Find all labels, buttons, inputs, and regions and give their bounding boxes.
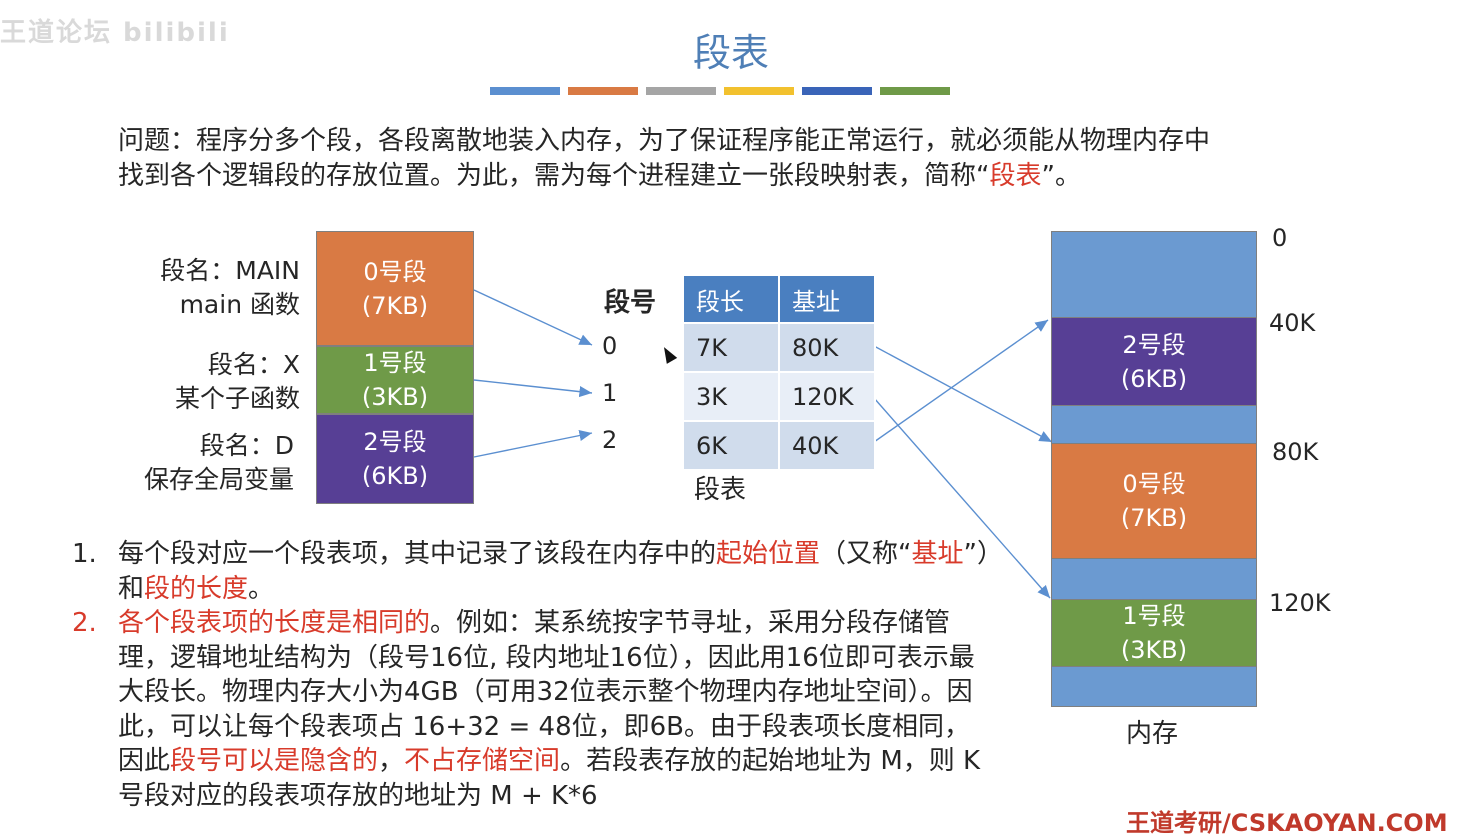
text-run: 。 [248,573,275,604]
segment-block-size: (3KB) [361,383,429,411]
segment-block-size: (7KB) [361,291,429,320]
intro-line-2: 找到各个逻辑段的存放位置。为此，需为每个进程建立一张段映射表，简称“段表”。 [118,159,1348,194]
segment-name: 段名：D [199,431,294,460]
segment-block-name: 0号段 [363,257,427,286]
arrow-row2-to-memory [873,319,1049,443]
color-bar-1 [490,87,560,95]
logical-segment-2: 2号段 (6KB) [316,414,474,504]
cell-base: 120K [779,371,876,421]
memory-segment-name: 2号段 [1122,330,1186,359]
color-bar-5 [802,87,872,95]
memory-segment-0: 0号段 (7KB) [1051,443,1257,559]
text-run: ”）和 [118,539,991,604]
segment-block-name: 2号段 [363,428,427,456]
arrow-seg2-to-index [473,430,593,458]
text-run: 。若段表存放的起始地址为 M，则 K号段对应的段表项存放的地址为 M + K*6 [118,746,981,811]
address-label: 120K [1269,589,1331,617]
table-row: 3K 120K [684,371,876,421]
segment-table-caption: 段表 [694,475,747,505]
segment-table: 段长 基址 7K 80K 3K 120K 6K 40K [684,276,876,469]
list-item: 2. 各个段表项的长度是相同的。例如：某系统按字节寻址，采用分段存储管理，逻辑地… [72,606,992,813]
intro-text-end: ”。 [1041,161,1081,191]
text-run-highlight: 基址 [911,539,964,569]
text-run-highlight: 段的长度 [144,573,249,604]
explanation-list: 1. 每个段对应一个段表项，其中记录了该段在内存中的起始位置（又称“基址”）和段… [72,537,992,813]
segment-desc: main 函数 [179,290,300,319]
memory-segment-1: 1号段 (3KB) [1051,599,1257,667]
text-run-highlight: 段号可以是隐含的 [170,746,379,776]
segment-number-2: 2 [602,426,618,454]
arrow-seg1-to-index [473,379,593,398]
memory-segment-size: (3KB) [1120,636,1188,664]
column-header-base: 基址 [779,276,876,323]
list-item: 1. 每个段对应一个段表项，其中记录了该段在内存中的起始位置（又称“基址”）和段… [72,537,992,606]
footer-brand: 王道考研/CSKAOYAN.COM [1126,809,1448,837]
page-title: 段表 [692,31,769,75]
list-number: 1. [72,539,97,569]
segment-block-name: 1号段 [363,349,427,377]
memory-segment-2: 2号段 (6KB) [1051,317,1257,406]
table-row: 7K 80K [684,322,876,372]
logical-segment-0: 0号段 (7KB) [316,231,474,346]
cell-length: 6K [684,420,780,469]
segment-name: 段名：MAIN [160,256,300,285]
memory-caption: 内存 [1126,719,1179,749]
logical-segment-1: 1号段 (3KB) [316,346,474,414]
segment-number-0: 0 [602,332,618,360]
text-run-highlight: 各个段表项的长度是相同的 [118,608,431,638]
table-row: 6K 40K [684,420,876,469]
memory-segment-name: 1号段 [1122,602,1186,630]
title-underline-bars [490,87,950,95]
segment-number-header: 段号 [604,288,657,318]
arrow-row1-to-memory [873,397,1051,599]
segment-label-d: 段名：D 保存全局变量 [94,429,294,497]
memory-segment-size: (6KB) [1120,364,1188,393]
cell-length: 7K [684,322,780,372]
watermark: 王道论坛 bilibili [0,18,230,48]
cell-base: 40K [779,420,876,469]
segment-block-size: (6KB) [361,462,429,490]
color-bar-6 [880,87,950,95]
list-text: 各个段表项的长度是相同的。例如：某系统按字节寻址，采用分段存储管理，逻辑地址结构… [118,606,992,813]
segment-desc: 保存全局变量 [143,465,294,494]
segment-desc: 某个子函数 [174,384,300,413]
segment-table-header: 段长 基址 [684,276,876,323]
segment-label-x: 段名：X 某个子函数 [100,348,300,416]
segment-name: 段名：X [207,350,300,379]
arrow-row0-to-memory [873,345,1053,443]
text-run: 每个段对应一个段表项，其中记录了该段在内存中的 [118,539,717,569]
text-run: ， [378,746,405,776]
cell-length: 3K [684,371,780,421]
segment-label-main: 段名：MAIN main 函数 [100,254,300,322]
text-run: （又称“ [820,539,912,569]
text-run-highlight: 起始位置 [716,539,821,569]
address-label: 80K [1272,438,1319,466]
text-run: 。例如：某系统按字节寻址，采用分段存储管理，逻辑地址结构为（段号16位, 段内地… [118,608,975,776]
list-number: 2. [72,608,97,638]
color-bar-4 [724,87,794,95]
intro-highlight: 段表 [989,161,1042,191]
address-label: 40K [1269,309,1316,337]
intro-paragraph: 问题：程序分多个段，各段离散地装入内存，为了保证程序能正常运行，就必须能从物理内… [118,124,1348,194]
text-run-highlight: 不占存储空间 [404,746,561,776]
color-bar-3 [646,87,716,95]
cell-base: 80K [779,322,876,372]
segment-number-1: 1 [602,379,618,407]
memory-segment-size: (7KB) [1120,504,1188,532]
color-bar-2 [568,87,638,95]
address-label: 0 [1272,224,1288,252]
arrow-seg0-to-index [473,289,593,346]
column-header-length: 段长 [684,276,780,323]
intro-line-1: 问题：程序分多个段，各段离散地装入内存，为了保证程序能正常运行，就必须能从物理内… [118,126,1211,156]
list-text: 每个段对应一个段表项，其中记录了该段在内存中的起始位置（又称“基址”）和段的长度… [118,537,992,606]
intro-text: 找到各个逻辑段的存放位置。为此，需为每个进程建立一张段映射表，简称“ [118,161,990,191]
memory-segment-name: 0号段 [1122,470,1186,498]
